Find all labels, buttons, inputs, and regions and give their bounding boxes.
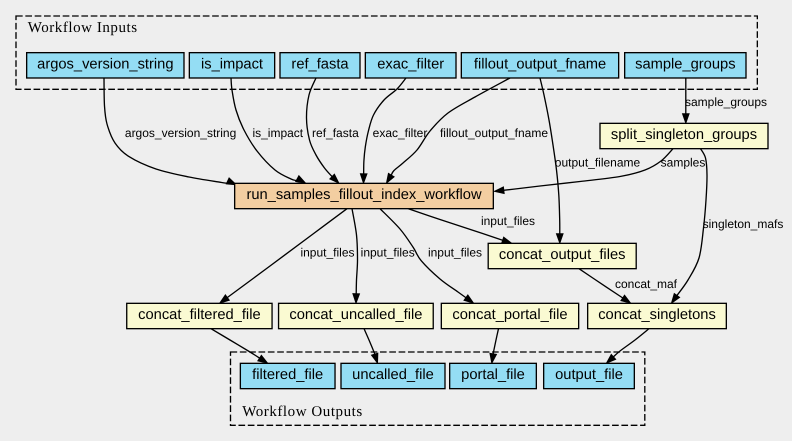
svg-text:input_files: input_files	[361, 246, 415, 260]
svg-text:input_files: input_files	[300, 246, 354, 260]
svg-text:argos_version_string: argos_version_string	[37, 57, 173, 73]
svg-text:concat_portal_file: concat_portal_file	[452, 307, 567, 323]
svg-text:concat_maf: concat_maf	[615, 277, 678, 291]
svg-text:output_file: output_file	[555, 367, 623, 383]
svg-text:sample_groups: sample_groups	[685, 95, 767, 109]
svg-text:concat_output_files: concat_output_files	[499, 247, 626, 263]
svg-text:concat_filtered_file: concat_filtered_file	[138, 307, 260, 323]
svg-text:sample_groups: sample_groups	[635, 57, 735, 73]
svg-text:is_impact: is_impact	[252, 126, 303, 140]
svg-text:samples: samples	[661, 156, 706, 170]
svg-text:exac_filter: exac_filter	[377, 57, 444, 73]
svg-text:output_filename: output_filename	[555, 156, 641, 170]
svg-text:argos_version_string: argos_version_string	[125, 126, 236, 140]
svg-text:input_files: input_files	[428, 246, 482, 260]
svg-text:input_files: input_files	[481, 214, 535, 228]
svg-text:run_samples_fillout_index_work: run_samples_fillout_index_workflow	[246, 187, 482, 203]
svg-text:ref_fasta: ref_fasta	[291, 57, 349, 73]
svg-text:fillout_output_fname: fillout_output_fname	[474, 57, 606, 73]
svg-text:is_impact: is_impact	[201, 57, 263, 73]
svg-text:portal_file: portal_file	[461, 367, 525, 383]
svg-text:uncalled_file: uncalled_file	[352, 367, 434, 383]
svg-text:concat_singletons: concat_singletons	[598, 307, 716, 323]
svg-text:fillout_output_fname: fillout_output_fname	[440, 126, 548, 140]
svg-text:ref_fasta: ref_fasta	[312, 126, 359, 140]
svg-text:concat_uncalled_file: concat_uncalled_file	[289, 307, 422, 323]
svg-text:Workflow Outputs: Workflow Outputs	[242, 404, 363, 420]
svg-text:exac_filter: exac_filter	[373, 126, 428, 140]
svg-text:singleton_mafs: singleton_mafs	[703, 217, 784, 231]
svg-text:split_singleton_groups: split_singleton_groups	[611, 127, 757, 143]
svg-text:Workflow Inputs: Workflow Inputs	[28, 20, 138, 36]
svg-text:filtered_file: filtered_file	[252, 367, 323, 383]
